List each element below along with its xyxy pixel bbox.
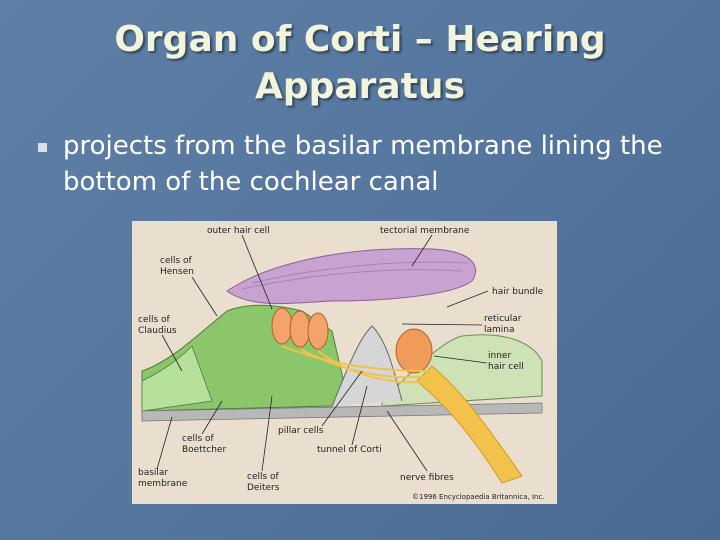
- outer-hair-cell: [272, 308, 292, 344]
- title-line-2: Apparatus: [60, 63, 660, 110]
- label-copyright: ©1996 Encyclopaedia Britannica, Inc.: [412, 493, 545, 501]
- label-cells-of-deiters-2: Deiters: [247, 483, 280, 493]
- label-basilar-membrane-2: membrane: [138, 479, 188, 489]
- label-nerve-fibres: nerve fibres: [400, 473, 454, 483]
- label-cells-of-claudius-1: cells of: [138, 315, 171, 325]
- label-inner-hair-cell-1: inner: [488, 351, 511, 361]
- outer-hair-cell: [290, 311, 310, 347]
- slide-title: Organ of Corti – Hearing Apparatus: [60, 16, 660, 110]
- square-bullet-icon: [38, 143, 47, 152]
- label-pillar-cells: pillar cells: [278, 426, 324, 436]
- label-reticular-lamina-1: reticular: [484, 314, 522, 324]
- label-cells-of-hensen-1: cells of: [160, 256, 193, 266]
- label-tunnel-of-corti: tunnel of Corti: [317, 445, 382, 455]
- label-hair-bundle: hair bundle: [492, 287, 544, 297]
- title-line-1: Organ of Corti – Hearing: [60, 16, 660, 63]
- label-cells-of-claudius-2: Claudius: [138, 326, 177, 336]
- label-cells-of-boettcher-1: cells of: [182, 434, 215, 444]
- label-outer-hair-cell: outer hair cell: [207, 226, 270, 236]
- label-cells-of-hensen-2: Hensen: [160, 267, 194, 277]
- label-tectorial-membrane: tectorial membrane: [380, 226, 470, 236]
- bullet-text: projects from the basilar membrane linin…: [63, 128, 683, 200]
- outer-hair-cell: [308, 313, 328, 349]
- label-inner-hair-cell-2: hair cell: [488, 362, 524, 372]
- label-basilar-membrane-1: basilar: [138, 468, 168, 478]
- label-cells-of-deiters-1: cells of: [247, 472, 280, 482]
- label-reticular-lamina-2: lamina: [484, 325, 515, 335]
- label-cells-of-boettcher-2: Boettcher: [182, 445, 226, 455]
- inner-hair-cell: [396, 329, 432, 373]
- organ-of-corti-diagram: outer hair cell tectorial membrane cells…: [132, 221, 557, 504]
